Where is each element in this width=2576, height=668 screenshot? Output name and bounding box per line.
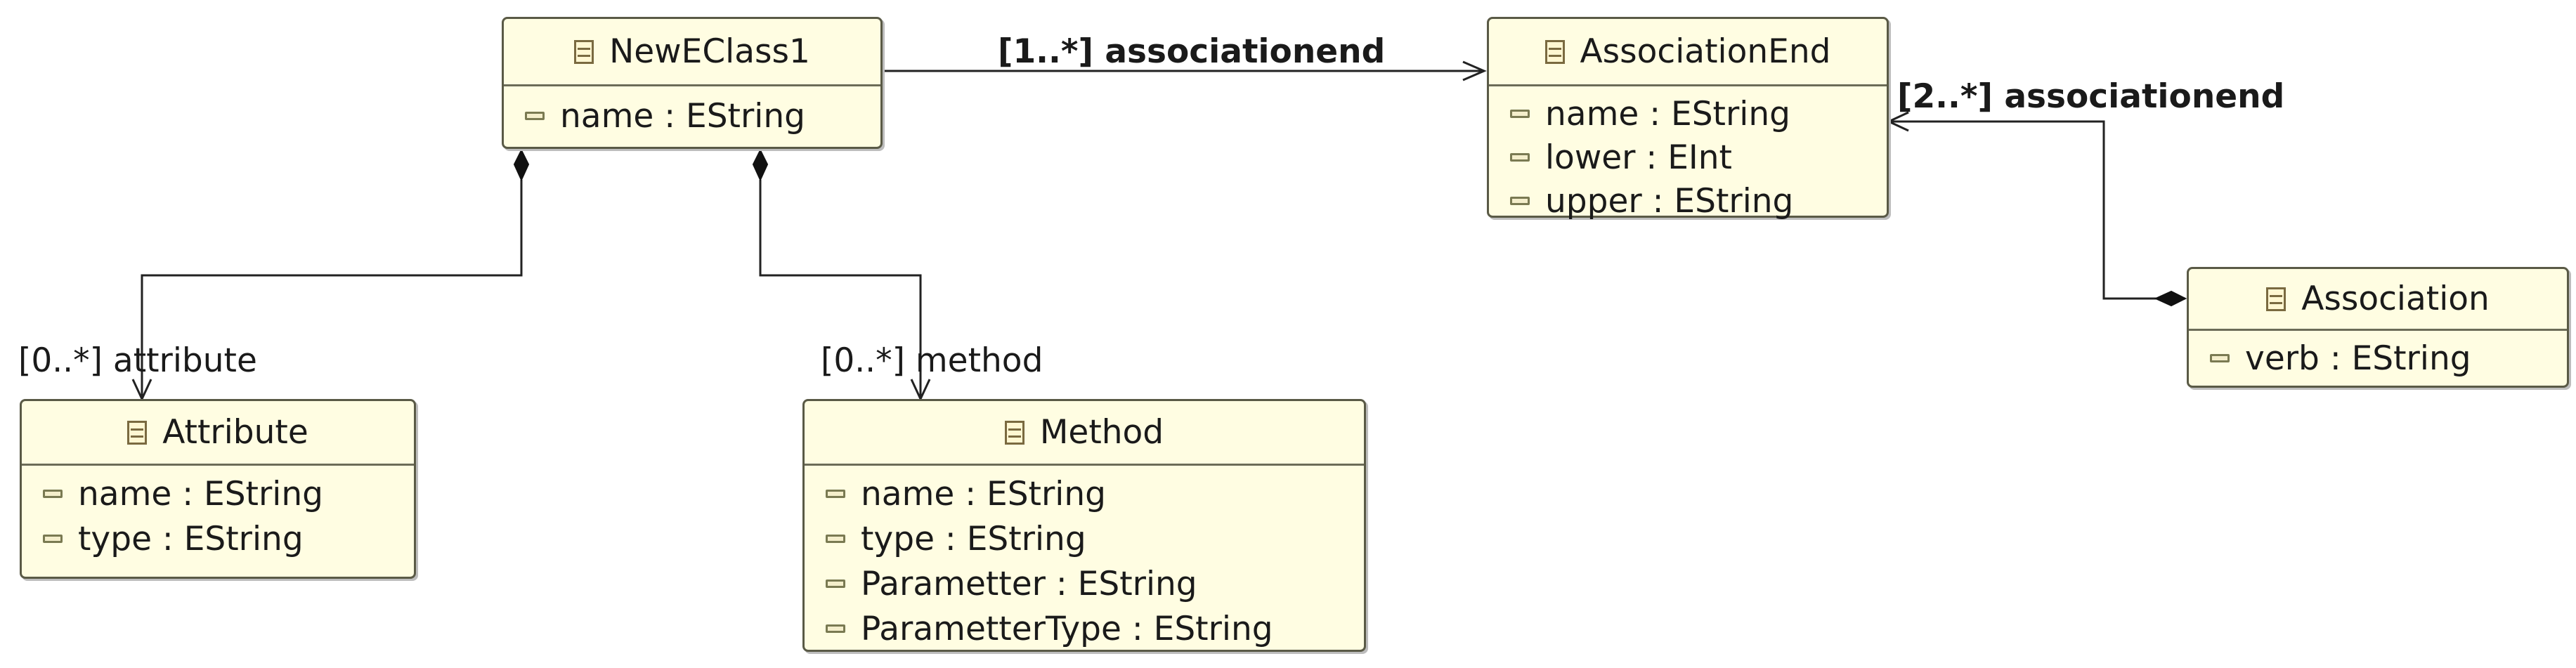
class-name: NewEClass1 xyxy=(609,32,810,71)
reference-label-method: [0..*] method xyxy=(821,341,1043,380)
attribute-row[interactable]: verb : EString xyxy=(2189,336,2567,380)
class-method[interactable]: Method name : EString type : EString Par… xyxy=(802,399,1366,652)
edge-neweclass1-attribute[interactable] xyxy=(141,180,523,399)
attribute-row[interactable]: type : EString xyxy=(22,516,414,561)
eattribute-icon xyxy=(826,535,845,543)
reference-label-attribute: [0..*] attribute xyxy=(18,341,257,380)
eattribute-icon xyxy=(826,624,845,633)
attribute-text: verb : EString xyxy=(2245,339,2471,378)
class-name: AssociationEnd xyxy=(1580,32,1831,71)
containment-diamond-attribute xyxy=(513,148,530,182)
class-name: Attribute xyxy=(162,413,308,452)
eclass-icon xyxy=(127,420,148,445)
eclass-icon xyxy=(2266,287,2286,311)
attribute-row[interactable]: name : EString xyxy=(22,471,414,516)
eattribute-icon xyxy=(1510,110,1530,118)
class-header: NewEClass1 xyxy=(504,19,880,86)
attribute-row[interactable]: upper : EString xyxy=(1489,179,1887,223)
attribute-text: name : EString xyxy=(1545,94,1790,133)
class-header: Attribute xyxy=(22,401,414,466)
attribute-text: name : EString xyxy=(560,96,805,136)
class-association[interactable]: Association verb : EString xyxy=(2187,267,2569,388)
attribute-text: name : EString xyxy=(861,474,1106,513)
attribute-row[interactable]: Parametter : EString xyxy=(805,561,1364,606)
class-header: Association xyxy=(2189,269,2567,331)
attribute-text: name : EString xyxy=(78,474,323,513)
class-associationend[interactable]: AssociationEnd name : EString lower : EI… xyxy=(1487,17,1889,221)
eattribute-icon xyxy=(525,112,545,120)
class-neweclass1[interactable]: NewEClass1 name : EString xyxy=(502,17,883,149)
eattribute-icon xyxy=(43,490,63,498)
reference-label-associationend: [1..*] associationend xyxy=(998,32,1386,71)
attribute-text: ParametterType : EString xyxy=(861,609,1273,648)
eattribute-icon xyxy=(1510,153,1530,162)
attribute-text: type : EString xyxy=(861,519,1086,558)
attribute-row[interactable]: name : EString xyxy=(504,93,880,138)
eattribute-icon xyxy=(43,535,63,543)
eattribute-icon xyxy=(1510,197,1530,205)
class-attribute[interactable]: Attribute name : EString type : EString xyxy=(20,399,416,579)
class-name: Association xyxy=(2301,280,2490,318)
class-name: Method xyxy=(1039,413,1164,452)
attribute-row[interactable]: name : EString xyxy=(1489,92,1887,136)
attribute-row[interactable]: type : EString xyxy=(805,516,1364,561)
arrowhead-associationend xyxy=(1462,60,1487,81)
class-header: Method xyxy=(805,401,1364,466)
containment-diamond-method xyxy=(752,148,769,182)
attribute-text: lower : EInt xyxy=(1545,138,1732,177)
edge-association-associationend[interactable] xyxy=(1889,120,2185,300)
eattribute-icon xyxy=(826,490,845,498)
containment-diamond-association xyxy=(2154,290,2187,307)
eattribute-icon xyxy=(2210,354,2230,362)
class-header: AssociationEnd xyxy=(1489,19,1887,86)
attribute-text: type : EString xyxy=(78,519,304,558)
attribute-text: Parametter : EString xyxy=(861,564,1197,603)
attribute-text: upper : EString xyxy=(1545,181,1794,221)
edge-neweclass1-method[interactable] xyxy=(759,180,922,399)
eclass-icon xyxy=(1544,39,1565,64)
eclass-icon xyxy=(1004,420,1024,445)
arrowhead-associationend-2 xyxy=(1886,111,1909,132)
eclass-icon xyxy=(574,39,594,64)
attribute-row[interactable]: lower : EInt xyxy=(1489,136,1887,179)
attribute-row[interactable]: name : EString xyxy=(805,471,1364,516)
eattribute-icon xyxy=(826,579,845,588)
attribute-row[interactable]: ParametterType : EString xyxy=(805,606,1364,651)
reference-label-associationend-2: [2..*] associationend xyxy=(1897,77,2285,116)
